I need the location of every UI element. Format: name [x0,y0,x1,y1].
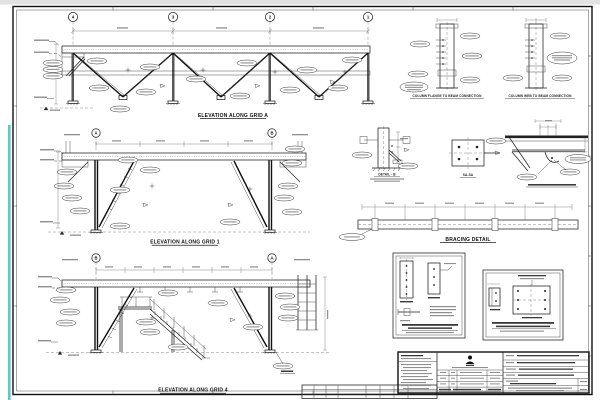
caption-walkway-plate [526,184,578,188]
svg-text:ELEVATION ALONG GRID A: ELEVATION ALONG GRID A [198,113,268,119]
svg-text:3: 3 [172,15,175,20]
window-top-edge [0,0,600,5]
dimension-line [95,266,273,273]
teal-left-edge-strip [8,125,11,400]
grid-bubble: A [267,253,277,279]
truss-top-chord [61,45,371,54]
level-markers [38,276,330,356]
boxed-detail-end-plate [482,269,564,341]
caption-sa-sa: SA-SA [460,173,476,178]
notes-column [398,355,437,390]
svg-text:SA-SA: SA-SA [463,173,474,177]
project-info-rows [503,355,589,393]
elevation-grid-4: B A [38,253,330,394]
walkway-plate-detail [505,119,592,188]
caption-elevation-a: ELEVATION ALONG GRID A [198,113,268,119]
level-markers [34,39,95,111]
left-end-bracket [61,141,89,183]
company-logo [452,355,488,369]
svg-text:COLUMN FLANGE TO BEAM CONNECTI: COLUMN FLANGE TO BEAM CONNECTION [412,94,482,98]
svg-text:COLUMN WEB TO BEAM CONNECTION: COLUMN WEB TO BEAM CONNECTION [508,94,572,98]
svg-text:1: 1 [367,15,370,20]
level-markers [40,149,310,236]
grid-bubble-label: 4 [72,15,75,20]
svg-text:B: B [270,131,273,136]
portal-columns [94,287,273,350]
dimension-line [70,27,371,34]
caption-boxed-detail-2 [492,322,556,332]
svg-text:2: 2 [269,15,272,20]
section-sa-sa: SA-SA [449,137,507,178]
elevation-grid-a: 4 3 2 1 [34,12,376,119]
ground-level-marker [43,106,49,111]
boxed-detail-packing [392,252,466,339]
truss-diagonals [72,52,369,100]
caption-col-flange-connection: COLUMN FLANGE TO BEAM CONNECTION [410,94,484,99]
caption-elevation-4: ELEVATION ALONG GRID 4 [158,388,228,394]
svg-text:ELEVATION ALONG GRID 1: ELEVATION ALONG GRID 1 [150,240,220,246]
detail-b: DETAIL - B [351,126,419,182]
caption-detail-b: DETAIL - B [370,173,404,182]
grid-bubble: B [91,253,101,279]
left-end-bracket [61,52,86,77]
title-block [397,351,590,394]
elevation-grid-1: A B [40,128,310,246]
caption-col-web-connection: COLUMN WEB TO BEAM CONNECTION [505,94,575,99]
svg-text:DETAIL - B: DETAIL - B [378,173,396,177]
bracing-detail: BRACING DETAIL [338,202,579,243]
portal-columns [94,160,273,230]
svg-text:B: B [94,256,97,261]
caption-boxed-detail-1 [402,324,458,334]
column-web-connection-detail: COLUMN WEB TO BEAM CONNECTION [502,18,578,99]
svg-text:BRACING DETAIL: BRACING DETAIL [445,237,490,243]
staircase [118,296,210,361]
svg-text:A: A [94,131,97,136]
cage-ladder [296,275,329,351]
caption-elevation-1: ELEVATION ALONG GRID 1 [150,240,220,246]
svg-text:ELEVATION ALONG GRID 4: ELEVATION ALONG GRID 4 [158,388,228,394]
dimension-line [95,140,273,147]
column-flange-connection-detail: COLUMN FLANGE TO BEAM CONNECTION [399,18,484,99]
caption-bracing-detail: BRACING DETAIL [440,237,496,243]
portal-braces [98,160,268,229]
svg-text:A: A [270,256,273,261]
sheet-frame [12,5,593,396]
tag-leader [275,351,284,365]
truss-columns [71,53,370,101]
revision-table [437,369,503,393]
